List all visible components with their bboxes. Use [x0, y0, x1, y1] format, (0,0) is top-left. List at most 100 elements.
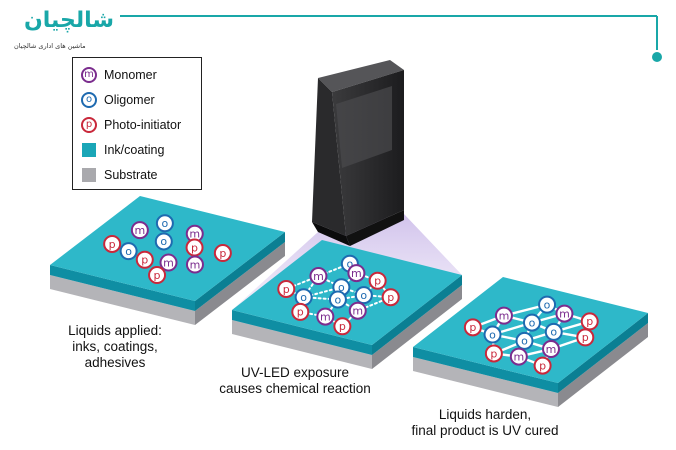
photo-initiator-molecule: p — [533, 356, 552, 375]
svg-text:m: m — [546, 343, 557, 356]
svg-text:p: p — [586, 315, 593, 328]
monomer-molecule: m — [541, 340, 560, 359]
svg-text:o: o — [521, 335, 528, 348]
photo-initiator-molecule: p — [213, 244, 232, 263]
photo-initiator-molecule: p — [135, 250, 154, 269]
legend-item-photo-initiator: p Photo-initiator — [81, 114, 181, 136]
svg-text:m: m — [189, 228, 200, 241]
svg-text:m: m — [313, 270, 324, 283]
legend-label: Substrate — [104, 168, 158, 182]
svg-text:m: m — [135, 224, 146, 237]
oligomer-molecule: o — [522, 313, 541, 332]
substrate-side — [558, 323, 648, 407]
svg-text:m: m — [163, 256, 174, 269]
oligomer-icon: o — [81, 92, 97, 108]
substrate-side — [232, 320, 372, 369]
photo-initiator-molecule: p — [463, 318, 482, 337]
substrate-side — [372, 285, 462, 369]
svg-text:o: o — [544, 298, 551, 311]
svg-text:p: p — [297, 306, 304, 319]
coating-side — [50, 265, 195, 311]
photo-initiator-molecule: p — [381, 288, 400, 307]
photo-initiator-molecule: p — [333, 317, 352, 336]
bond-link — [341, 309, 359, 328]
coating-side — [372, 275, 462, 355]
monomer-molecule: m — [509, 347, 528, 366]
oligomer-molecule: o — [544, 322, 563, 341]
brand-tagline: ماشین های اداری شالچیان — [14, 42, 86, 50]
oligomer-molecule: o — [354, 286, 373, 305]
svg-text:p: p — [490, 347, 497, 360]
svg-text:m: m — [499, 309, 510, 322]
svg-text:m: m — [351, 267, 362, 280]
stage-3-caption: Liquids harden, final product is UV cure… — [411, 407, 559, 438]
legend-label: Photo-initiator — [104, 118, 182, 132]
svg-text:o: o — [162, 217, 169, 230]
svg-text:o: o — [550, 326, 557, 339]
monomer-molecule: m — [348, 301, 367, 320]
monomer-molecule: m — [130, 221, 149, 240]
substrate-side — [195, 242, 285, 325]
substrate-side — [50, 275, 195, 325]
svg-text:o: o — [300, 291, 307, 304]
legend-item-monomer: m Monomer — [81, 64, 157, 86]
svg-text:p: p — [339, 320, 346, 333]
stage-1-caption: Liquids applied: inks, coatings, adhesiv… — [68, 323, 162, 370]
monomer-molecule: m — [347, 264, 366, 283]
monomer-molecule: m — [316, 307, 335, 326]
monomer-molecule: m — [309, 267, 328, 286]
svg-text:o: o — [529, 316, 536, 329]
oligomer-molecule: o — [515, 331, 534, 350]
svg-text:m: m — [320, 310, 331, 323]
legend-item-oligomer: o Oligomer — [81, 89, 155, 111]
monomer-icon: m — [81, 67, 97, 83]
svg-text:m: m — [352, 305, 363, 318]
bond-link — [355, 272, 379, 282]
legend-label: Monomer — [104, 68, 157, 82]
svg-text:p: p — [219, 247, 226, 260]
coating-side — [232, 310, 372, 355]
photo-initiator-molecule: p — [103, 234, 122, 253]
photo-initiator-molecule: p — [291, 302, 310, 321]
monomer-molecule: m — [555, 304, 574, 323]
coating-side — [558, 313, 648, 393]
svg-text:p: p — [582, 331, 589, 344]
oligomer-molecule: o — [294, 288, 313, 307]
legend-label: Oligomer — [104, 93, 155, 107]
svg-text:m: m — [513, 350, 524, 363]
svg-text:p: p — [109, 238, 116, 251]
photo-initiator-molecule: p — [185, 238, 204, 257]
photo-initiator-molecule: p — [484, 344, 503, 363]
legend-item-ink-coating: Ink/coating — [81, 139, 164, 161]
stage-2-caption: UV-LED exposure causes chemical reaction — [219, 365, 371, 396]
photo-initiator-molecule: p — [368, 271, 387, 290]
header-frame-line — [120, 15, 662, 62]
bond-link — [336, 298, 359, 312]
coating-side — [195, 232, 285, 311]
svg-text:p: p — [469, 321, 476, 334]
svg-text:m: m — [190, 258, 201, 271]
photo-initiator-molecule: p — [580, 312, 599, 331]
oligomer-molecule: o — [119, 242, 138, 261]
svg-text:o: o — [125, 245, 132, 258]
legend-label: Ink/coating — [104, 143, 165, 157]
svg-text:p: p — [374, 275, 381, 288]
photo-initiator-molecule: p — [576, 328, 595, 347]
svg-text:o: o — [335, 293, 342, 306]
monomer-molecule: m — [185, 255, 204, 274]
svg-text:p: p — [154, 269, 161, 282]
monomer-molecule: m — [159, 253, 178, 272]
legend-item-substrate: Substrate — [81, 164, 158, 186]
svg-text:o: o — [346, 257, 353, 270]
oligomer-molecule: o — [155, 214, 174, 233]
ink-coating-swatch-icon — [82, 143, 96, 157]
brand-logo[interactable]: شالچیان ماشین های اداری شالچیان — [12, 8, 122, 56]
oligomer-molecule: o — [154, 232, 173, 251]
uv-led-lamp — [312, 60, 404, 246]
brand-name: شالچیان — [24, 8, 115, 33]
photo-initiator-icon: p — [81, 117, 97, 133]
